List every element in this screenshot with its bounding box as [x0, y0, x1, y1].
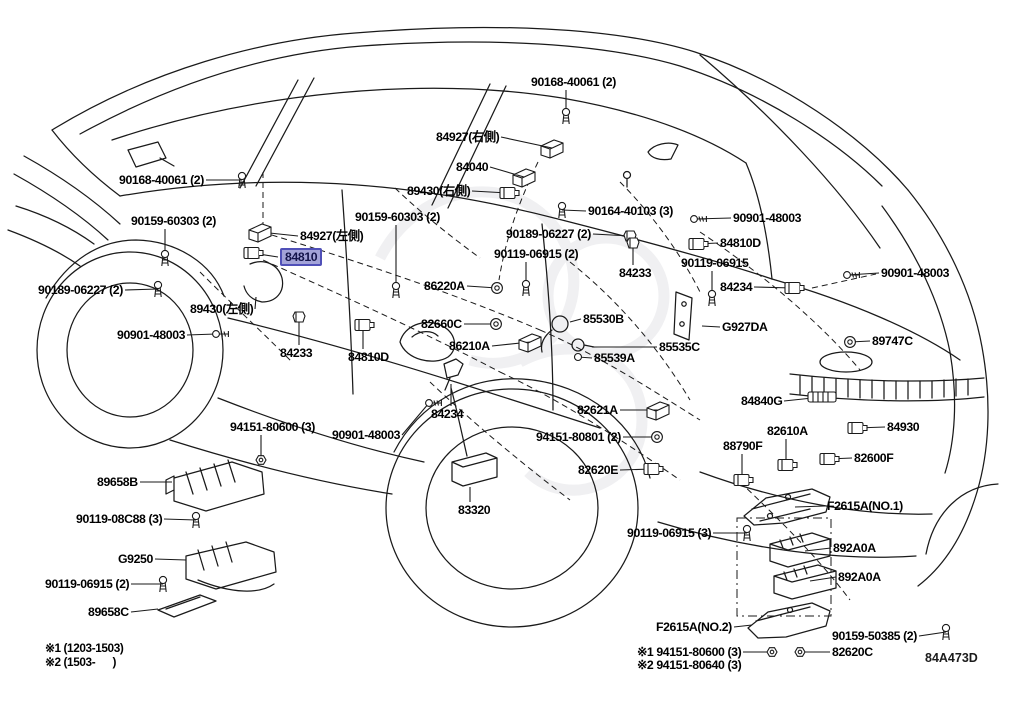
part-89658c: [157, 594, 217, 618]
part-f2615a-no1: [743, 488, 831, 526]
side-mirror: [127, 141, 175, 168]
part-89658b: [165, 459, 265, 512]
part-g927da: [673, 291, 693, 341]
extra-screw: [622, 170, 632, 180]
callout-leaders: [124, 90, 951, 657]
part-84234-antenna: [443, 358, 464, 391]
module-group-outline: [736, 517, 832, 617]
part-89430-left: [243, 261, 284, 303]
part-83320: [450, 387, 498, 487]
car-outline: [7, 26, 999, 628]
part-892a0a-2: [773, 564, 837, 600]
part-85530b: [551, 315, 569, 333]
part-g9250: [185, 541, 277, 592]
front-wheel: [36, 251, 224, 449]
wiring-harness: [199, 161, 877, 601]
part-f2615a-no2: [747, 602, 831, 639]
antenna-fin: [647, 142, 679, 161]
hatch-handle: [819, 351, 873, 373]
rear-wheel: [385, 388, 639, 628]
part-892a0a-1: [769, 532, 831, 568]
part-shapes: [157, 170, 837, 639]
